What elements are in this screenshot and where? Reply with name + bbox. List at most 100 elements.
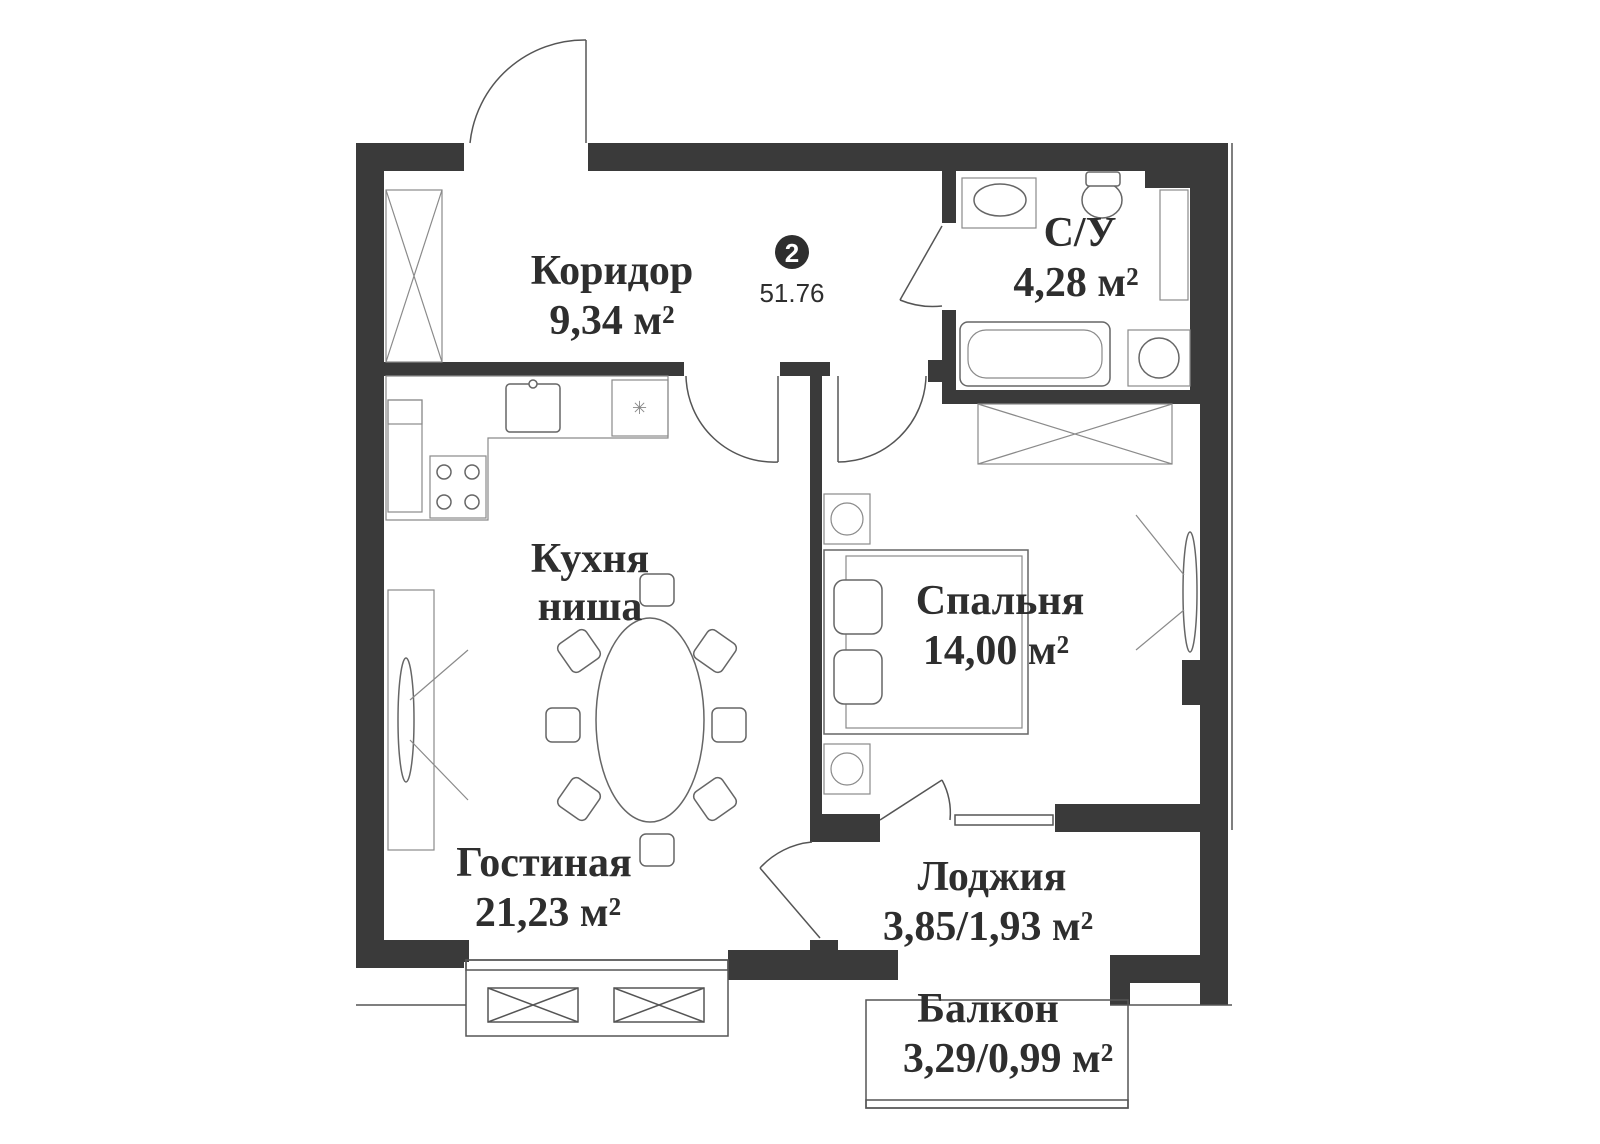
sink-faucet <box>528 379 538 389</box>
tv-view-line-1 <box>409 649 469 701</box>
wall-left <box>356 143 384 968</box>
bath-sink-bowl <box>973 183 1027 217</box>
bathtub-inner <box>967 329 1103 379</box>
loggia-window <box>954 814 1054 826</box>
bedroom-door-arc <box>837 375 927 463</box>
fridge-icon: ✳ <box>632 398 647 419</box>
wall-right-pillar <box>1182 660 1204 705</box>
living-area: 21,23 м² <box>475 890 621 936</box>
living-balcony-frame <box>465 959 729 1037</box>
balcony-area: 3,29/0,99 м² <box>903 1036 1113 1082</box>
chair-right-top <box>692 628 738 674</box>
bathroom-furniture <box>959 171 1191 387</box>
burner-4 <box>464 494 480 510</box>
washer-drum <box>1138 337 1180 379</box>
rooms-count-badge <box>775 235 809 269</box>
kitchen-sink <box>505 383 561 433</box>
toilet-tank <box>1085 171 1121 187</box>
wall-bath-corner <box>1145 143 1200 188</box>
room-labels: Коридор 9,34 м² С/У 4,28 м² Кухня ниша С… <box>456 210 1138 1082</box>
bedroom-wardrobe <box>977 403 1173 465</box>
wall-corridor-kitchen <box>384 362 684 376</box>
bedroom-name: Спальня <box>916 578 1085 624</box>
stove-body <box>429 455 487 519</box>
radiator-top <box>387 399 423 425</box>
balcony-name: Балкон <box>917 986 1059 1032</box>
radiator-body <box>387 399 423 513</box>
pillow-2 <box>833 649 883 705</box>
bath-door-arc <box>899 299 943 308</box>
chair-right-bottom <box>692 776 738 822</box>
chair-left-bottom <box>556 776 602 822</box>
bath-door-leaf <box>899 225 943 301</box>
tv-cabinet <box>387 589 435 851</box>
loggia-area: 3,85/1,93 м² <box>883 904 1093 950</box>
wall-living-bedroom <box>810 362 822 840</box>
dining-chairs <box>545 573 747 867</box>
chair-bottom <box>639 833 675 867</box>
kitchen-name: Кухня <box>531 536 649 582</box>
living-window <box>465 959 729 971</box>
nightstand-top <box>823 493 871 545</box>
balcony-rail <box>865 1099 1129 1109</box>
bedroom-wardrobe-x2 <box>977 403 1173 465</box>
corridor-wardrobe <box>385 189 443 363</box>
bed-mattress <box>845 555 1023 729</box>
wall-top <box>588 143 1228 171</box>
balcony-window-right <box>613 987 705 1023</box>
total-area: 51.76 <box>759 278 824 308</box>
lamp-bottom <box>830 752 864 786</box>
chair-right <box>711 707 747 743</box>
bath-radiator <box>1159 189 1189 301</box>
nightstand-bottom <box>823 743 871 795</box>
kitchen-name-2: ниша <box>538 584 643 630</box>
bath-sink <box>961 177 1037 229</box>
wall-bedroom-corner <box>810 814 880 842</box>
loggia-door-leaf <box>879 779 943 821</box>
burner-3 <box>436 494 452 510</box>
tv-view-line-2 <box>409 739 469 801</box>
fridge <box>611 379 669 437</box>
wall-bath-door-jamb <box>928 360 956 382</box>
wall-right <box>1200 143 1228 833</box>
wall-bath-bottom <box>942 390 1200 404</box>
wardrobe-x2 <box>385 189 443 363</box>
balcony-window-left-x2 <box>487 987 579 1023</box>
wall-bath-right <box>1190 171 1200 404</box>
bedroom-tv-line-1 <box>1135 514 1185 576</box>
openings <box>356 39 1233 1109</box>
wall-bottom-left-inner <box>384 940 469 962</box>
loggia-name: Лоджия <box>918 854 1067 900</box>
walls <box>356 143 1228 1005</box>
bedroom-tv-line-2 <box>1135 609 1185 651</box>
living-loggia-door-leaf <box>759 867 821 939</box>
wall-bedroom-loggia <box>1055 804 1200 832</box>
bathroom-name: С/У <box>1044 210 1117 256</box>
pillow-1 <box>833 579 883 635</box>
burner-2 <box>464 464 480 480</box>
balcony-window-right-x2 <box>613 987 705 1023</box>
dining-table <box>595 617 705 823</box>
chair-top <box>639 573 675 607</box>
bathtub <box>959 321 1111 387</box>
chair-left <box>545 707 581 743</box>
kitchen-counter <box>385 375 669 521</box>
wardrobe <box>385 189 443 363</box>
balcony-window-left <box>487 987 579 1023</box>
living-furniture <box>387 573 747 867</box>
living-loggia-door-arc <box>759 841 813 869</box>
bathroom-area: 4,28 м² <box>1013 260 1138 306</box>
wall-bath-left-bottom <box>942 310 956 400</box>
wall-corridor-bedroom-top <box>780 362 830 376</box>
bedroom-tv <box>1182 531 1198 653</box>
bedroom-furniture <box>823 403 1198 795</box>
corridor-area: 9,34 м² <box>549 298 674 344</box>
apartment-badge: 2 51.76 <box>759 235 825 308</box>
wall-loggia-bottom-pillar <box>1110 955 1130 1005</box>
rooms-count: 2 <box>785 238 799 268</box>
washer <box>1127 329 1191 387</box>
loggia-door-arc <box>941 779 952 821</box>
bedroom-area: 14,00 м² <box>923 628 1069 674</box>
stove <box>429 455 487 519</box>
